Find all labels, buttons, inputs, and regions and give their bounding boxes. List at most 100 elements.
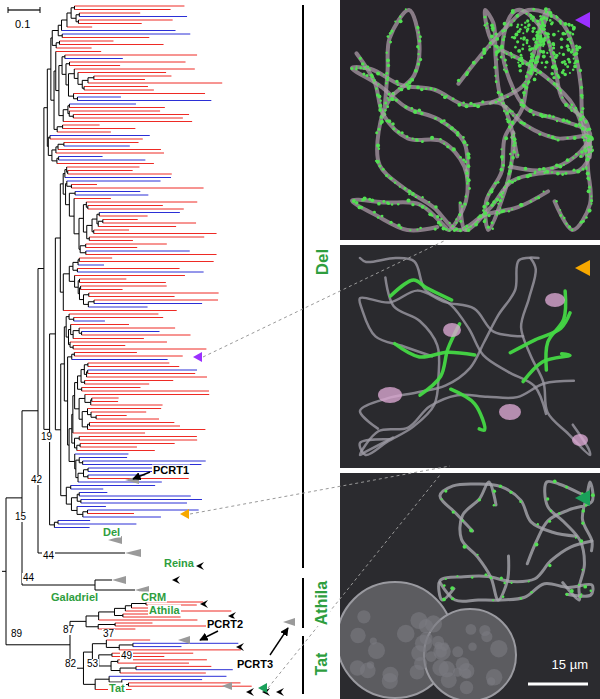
- signal-dot: [547, 78, 550, 81]
- signal-dot: [575, 52, 579, 56]
- tree-branch: [84, 469, 89, 470]
- signal-dot: [535, 34, 539, 38]
- centromere-blob: [545, 293, 565, 307]
- signal-dot: [539, 34, 542, 37]
- signal-dot: [434, 228, 437, 231]
- signal-dot: [591, 493, 595, 497]
- signal-dot: [387, 97, 389, 99]
- signal-dot: [385, 174, 388, 177]
- signal-dot: [439, 223, 442, 226]
- signal-dot: [511, 156, 515, 160]
- signal-dot: [546, 170, 550, 174]
- leaf-branch: [79, 436, 197, 437]
- leaf-branch: [85, 384, 150, 385]
- signal-dot: [504, 186, 506, 188]
- leaf-branch: [133, 646, 182, 647]
- leaf-branch: [96, 415, 127, 416]
- signal-dot: [538, 168, 541, 171]
- signal-dot: [499, 207, 501, 209]
- signal-dot: [502, 164, 505, 167]
- signal-dot: [556, 138, 559, 141]
- tree-branch: [69, 429, 70, 462]
- leaf-branch: [62, 30, 176, 31]
- signal-dot: [510, 53, 513, 56]
- signal-dot: [467, 164, 471, 168]
- signal-dot: [406, 135, 409, 138]
- signal-dot: [555, 66, 558, 69]
- signal-dot: [528, 45, 530, 47]
- signal-dot: [585, 135, 587, 137]
- tree-branch: [78, 84, 82, 85]
- signal-dot: [534, 45, 537, 48]
- signal-dot: [570, 589, 574, 593]
- signal-dot: [461, 205, 464, 208]
- signal-dot: [508, 210, 511, 213]
- leaf-branch: [74, 356, 182, 357]
- signal-dot: [386, 201, 389, 204]
- signal-dot: [376, 72, 380, 76]
- signal-dot: [421, 205, 425, 209]
- leaf-branch: [67, 181, 161, 182]
- signal-dot: [581, 136, 584, 139]
- signal-dot: [446, 145, 449, 148]
- signal-dot: [489, 41, 493, 45]
- clade-bar: [302, 578, 304, 628]
- signal-dot: [558, 52, 560, 54]
- tree-branch: [75, 287, 79, 288]
- leaf-branch: [56, 153, 164, 154]
- leaf-branch: [94, 76, 172, 77]
- signal-dot: [450, 586, 454, 590]
- signal-dot: [415, 138, 418, 141]
- signal-dot: [555, 200, 557, 202]
- signal-dot: [526, 42, 529, 45]
- leaf-branch: [128, 682, 240, 683]
- leaf-branch: [80, 447, 137, 448]
- tree-branch: [95, 580, 112, 581]
- signal-dot: [445, 228, 448, 231]
- signal-dot: [540, 17, 544, 21]
- leaf-branch: [88, 373, 196, 374]
- tree-branch: [92, 643, 106, 644]
- leaf-branch: [73, 349, 206, 350]
- signal-dot: [564, 33, 566, 35]
- signal-dot: [526, 19, 529, 22]
- signal-dot: [434, 205, 438, 209]
- signal-dot: [540, 43, 543, 46]
- signal-dot: [418, 39, 421, 42]
- signal-dot: [459, 220, 462, 223]
- signal-dot: [403, 187, 406, 190]
- leaf-branch: [58, 524, 136, 525]
- signal-dot: [414, 69, 418, 73]
- signal-dot: [511, 180, 514, 183]
- signal-dot: [404, 105, 408, 109]
- signal-dot: [513, 141, 517, 145]
- signal-dot: [434, 117, 436, 119]
- centromere-blob: [572, 434, 588, 446]
- leaf-branch: [75, 191, 140, 192]
- bootstrap-value: 37: [102, 629, 115, 639]
- leaf-branch: [86, 202, 197, 203]
- signal-dot: [497, 203, 499, 205]
- signal-dot: [558, 165, 562, 169]
- leaf-branch: [79, 16, 187, 17]
- signal-dot: [378, 148, 380, 150]
- tree-branch: [98, 624, 115, 625]
- bootstrap-value: 15: [14, 512, 27, 522]
- signal-dot: [434, 117, 437, 120]
- labelled-strand: [390, 280, 451, 300]
- signal-dot: [489, 576, 492, 579]
- leaf-branch: [79, 457, 127, 458]
- signal-dot: [495, 101, 498, 104]
- signal-dot: [377, 128, 380, 131]
- centromere-blob: [378, 387, 402, 403]
- leaf-branch: [80, 279, 127, 280]
- clade-label: Galadriel: [50, 592, 99, 603]
- signal-dot: [487, 225, 490, 228]
- signal-dot: [585, 216, 588, 219]
- tree-branch: [67, 13, 71, 14]
- leader-lines: [180, 240, 450, 693]
- leaf-branch: [72, 359, 168, 360]
- tree-branch: [79, 398, 85, 399]
- tree-branch: [82, 80, 88, 81]
- signal-dot: [531, 30, 534, 33]
